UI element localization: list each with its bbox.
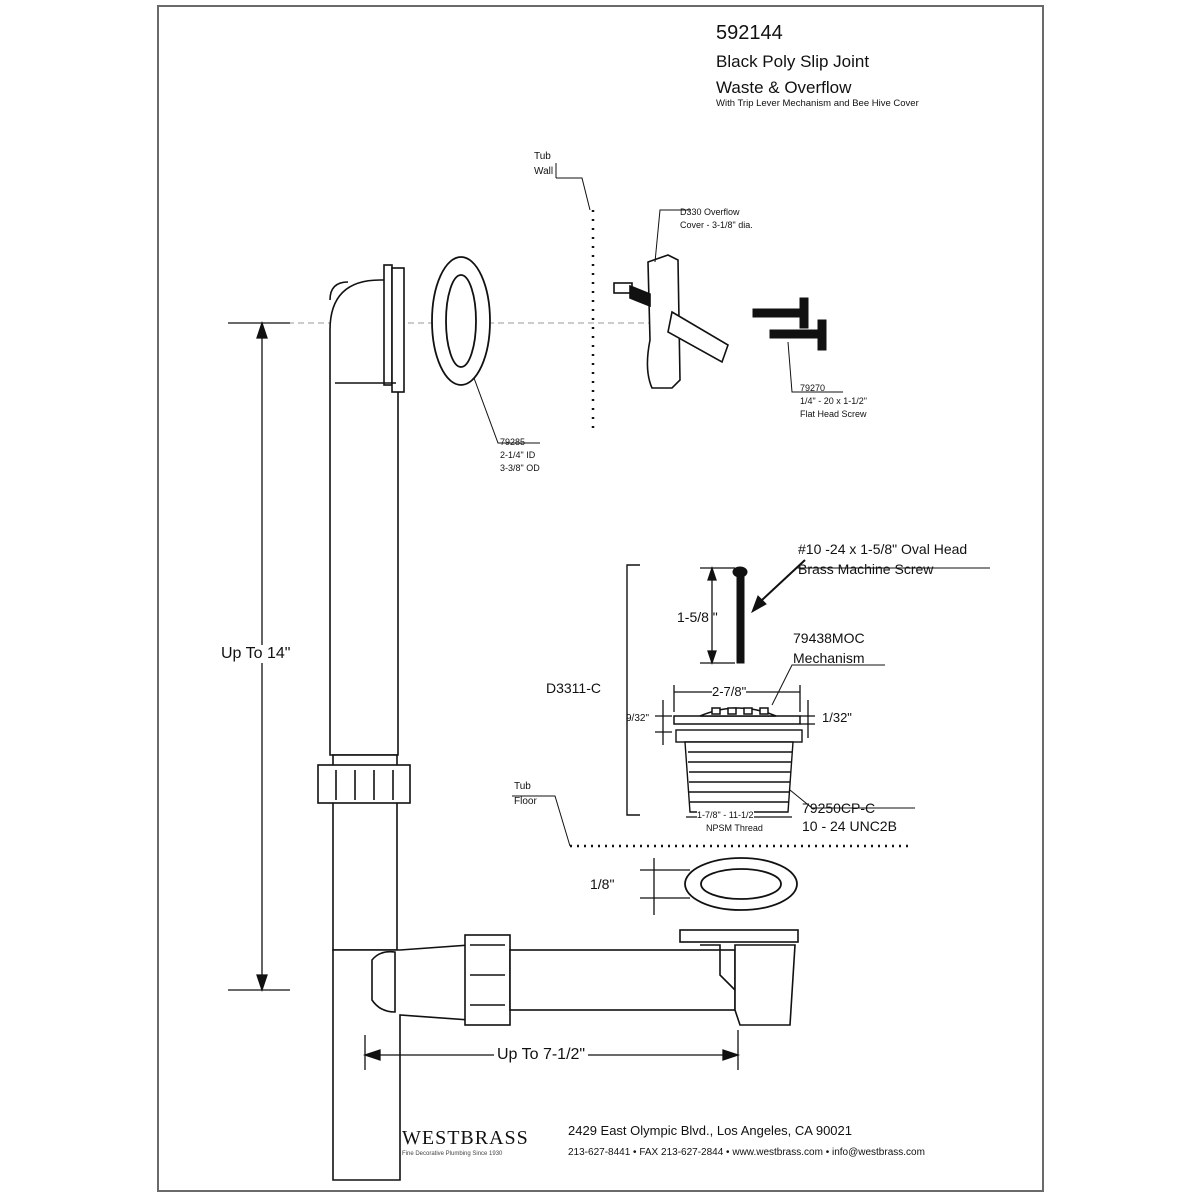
diagram-frame <box>157 5 1044 1192</box>
product-subtitle: With Trip Lever Mechanism and Bee Hive C… <box>716 98 919 109</box>
label-machine-screw-1: #10 -24 x 1-5/8" Oval Head <box>798 541 968 557</box>
label-gasket-part: 79285 <box>500 437 526 447</box>
overflow-cover <box>613 209 729 389</box>
drain-tee-and-pipes <box>317 754 799 1181</box>
label-tub-wall-2: Wall <box>534 166 554 177</box>
label-overflow-cover-1: D330 Overflow <box>680 207 740 217</box>
drain-washer <box>684 857 798 911</box>
overflow-elbow <box>329 264 405 756</box>
label-gasket-od: 3-3/8" OD <box>500 463 540 473</box>
dim-height: Up To 14" <box>218 645 294 664</box>
label-drain-assembly: D3311-C <box>546 680 601 696</box>
drain-body <box>675 729 915 813</box>
dim-lip: 1/32" <box>822 710 852 725</box>
label-machine-screw-2: Brass Machine Screw <box>798 561 934 577</box>
part-number: 592144 <box>716 22 783 44</box>
dim-washer-thickness: 1/8" <box>590 876 615 892</box>
dim-screw-length: 1-5/8 " <box>677 609 718 625</box>
product-title-line-1: Black Poly Slip Joint <box>716 52 870 71</box>
overflow-gasket <box>431 256 540 444</box>
company-address: 2429 East Olympic Blvd., Los Angeles, CA… <box>568 1123 853 1138</box>
dim-flange-diameter: 2-7/8" <box>712 684 747 700</box>
product-title-line-2: Waste & Overflow <box>716 78 852 97</box>
label-screw-part: 79270 <box>800 383 826 393</box>
company-contact: 213-627-8441 • FAX 213-627-2844 • www.we… <box>568 1147 925 1158</box>
label-tub-floor-2: Floor <box>514 796 537 807</box>
label-tub-floor-1: Tub <box>514 781 531 792</box>
brand-tagline: Fine Decorative Plumbing Since 1930 <box>402 1151 503 1157</box>
label-thread-type: NPSM Thread <box>706 823 763 833</box>
label-body-thread: 10 - 24 UNC2B <box>802 818 897 834</box>
brand-logo: WESTBRASS <box>402 1127 529 1149</box>
drain-flange <box>673 664 885 725</box>
tub-wall-leader <box>556 177 591 211</box>
machine-screw <box>732 559 990 664</box>
dim-length: Up To 7-1/2" <box>494 1046 589 1065</box>
label-gasket-id: 2-1/4" ID <box>500 450 536 460</box>
dim-flange-height: 9/32" <box>626 713 650 724</box>
drain-assembly-bracket <box>626 564 640 816</box>
label-tub-wall-1: Tub <box>534 151 551 162</box>
label-mechanism-part: 79438MOC <box>793 630 865 646</box>
label-overflow-cover-2: Cover - 3-1/8" dia. <box>680 220 753 230</box>
label-screw-size: 1/4" - 20 x 1-1/2" <box>800 396 867 406</box>
label-thread-size: 1-7/8" - 11-1/2 <box>697 810 754 821</box>
label-body-part: 79250CP-C <box>802 800 876 816</box>
label-screw-type: Flat Head Screw <box>800 409 867 419</box>
label-mechanism-name: Mechanism <box>793 650 865 666</box>
flat-head-screws <box>752 297 843 393</box>
